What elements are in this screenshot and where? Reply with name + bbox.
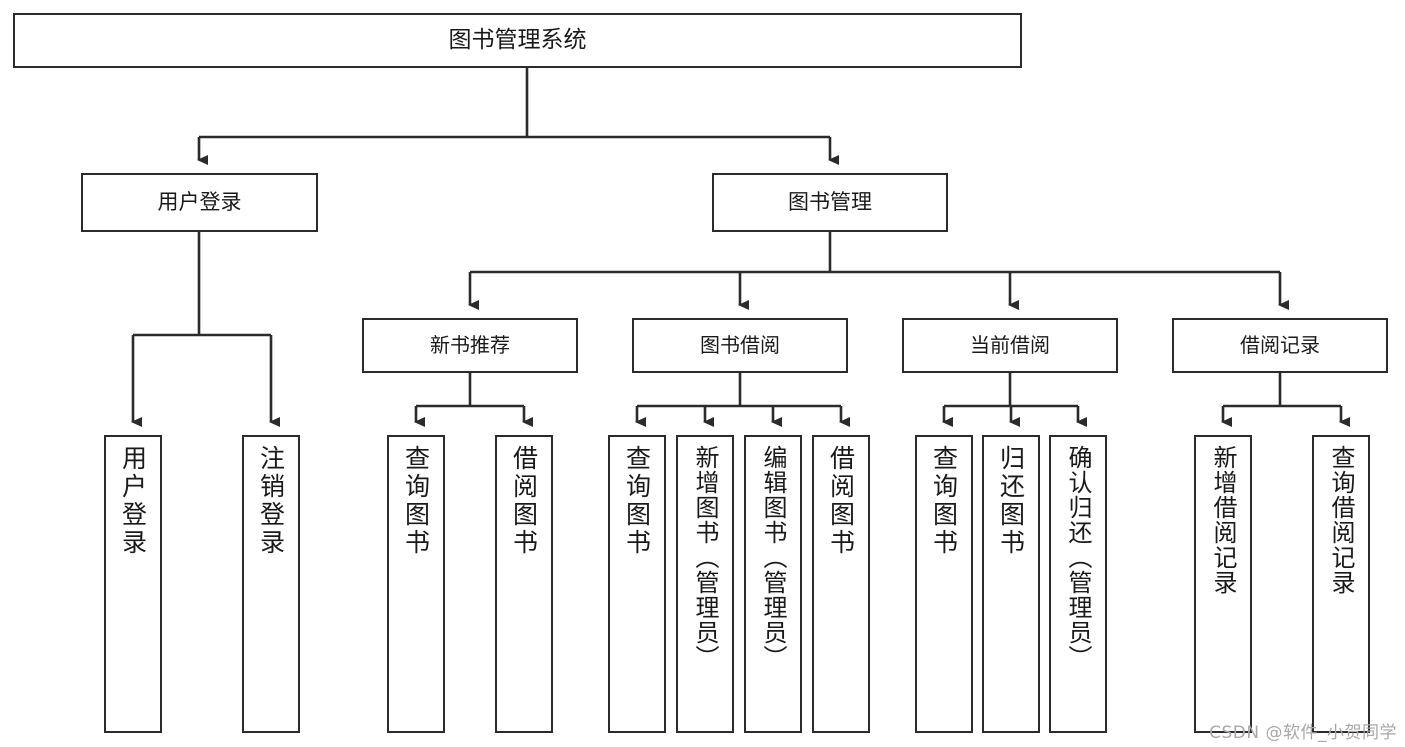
node-label: 查询图书 bbox=[622, 445, 652, 557]
node-user-login[interactable]: 用户登录 bbox=[81, 173, 318, 232]
node-book-borrow[interactable]: 图书借阅 bbox=[632, 318, 848, 373]
node-label: 用户登录 bbox=[118, 445, 148, 557]
node-label: 借阅记录 bbox=[1240, 333, 1320, 358]
node-label: 查询图书 bbox=[401, 445, 431, 557]
leaf-logout[interactable]: 注销登录 bbox=[242, 435, 300, 733]
node-label: 借阅图书 bbox=[826, 445, 856, 557]
leaf-add-book-admin[interactable]: 新增图书（管理员） bbox=[676, 435, 734, 733]
node-book-management[interactable]: 图书管理 bbox=[712, 173, 948, 232]
leaf-borrow-book-recommend[interactable]: 借阅图书 bbox=[495, 435, 553, 733]
node-label: 查询借阅记录 bbox=[1327, 445, 1355, 595]
node-label: 图书管理 bbox=[788, 189, 872, 214]
node-current-borrow[interactable]: 当前借阅 bbox=[902, 318, 1118, 373]
node-label: 注销登录 bbox=[256, 445, 286, 557]
node-label: 借阅图书 bbox=[509, 445, 539, 557]
leaf-query-book-borrow[interactable]: 查询图书 bbox=[608, 435, 666, 733]
leaf-return-book[interactable]: 归还图书 bbox=[982, 435, 1040, 733]
leaf-user-login[interactable]: 用户登录 bbox=[104, 435, 162, 733]
node-label: 查询图书 bbox=[929, 445, 959, 557]
leaf-query-book-current[interactable]: 查询图书 bbox=[915, 435, 973, 733]
node-label: 当前借阅 bbox=[970, 333, 1050, 358]
node-label: 新书推荐 bbox=[430, 333, 510, 358]
node-label: 新增图书（管理员） bbox=[691, 445, 719, 670]
leaf-add-borrow-record[interactable]: 新增借阅记录 bbox=[1194, 435, 1252, 733]
node-label: 编辑图书（管理员） bbox=[759, 445, 787, 670]
leaf-query-book-recommend[interactable]: 查询图书 bbox=[387, 435, 445, 733]
node-label: 用户登录 bbox=[157, 189, 242, 214]
node-borrow-record[interactable]: 借阅记录 bbox=[1172, 318, 1388, 373]
node-new-book-recommend[interactable]: 新书推荐 bbox=[362, 318, 578, 373]
leaf-edit-book-admin[interactable]: 编辑图书（管理员） bbox=[744, 435, 802, 733]
node-root-system[interactable]: 图书管理系统 bbox=[13, 13, 1022, 68]
node-label: 图书借阅 bbox=[700, 333, 780, 358]
leaf-query-borrow-record[interactable]: 查询借阅记录 bbox=[1312, 435, 1370, 733]
node-label: 确认归还（管理员） bbox=[1064, 445, 1092, 670]
node-label: 归还图书 bbox=[996, 445, 1026, 557]
node-label: 图书管理系统 bbox=[448, 26, 587, 53]
leaf-confirm-return-admin[interactable]: 确认归还（管理员） bbox=[1049, 435, 1107, 733]
node-label: 新增借阅记录 bbox=[1209, 445, 1237, 595]
leaf-borrow-book[interactable]: 借阅图书 bbox=[812, 435, 870, 733]
